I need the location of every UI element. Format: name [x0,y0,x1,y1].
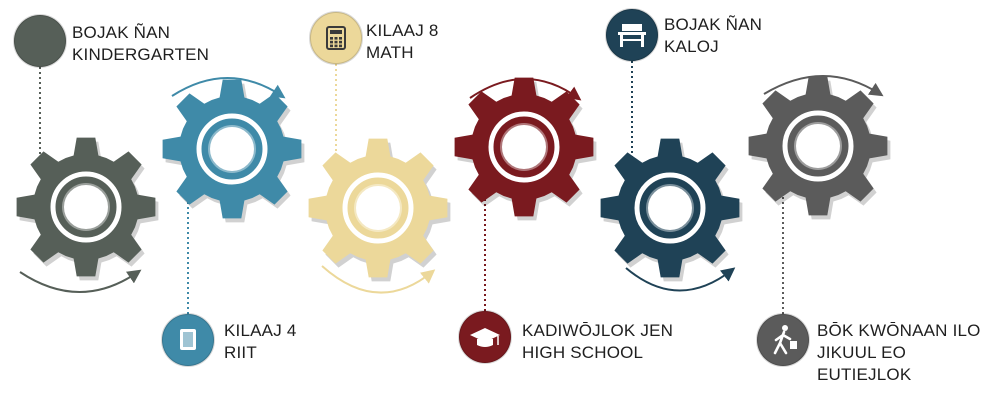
gear-stage-3 [308,138,451,282]
stage-label-3: KILAAJ 8 MATH [366,20,438,64]
stage-label-line: KILAAJ 4 [224,321,297,340]
stage-label-line: JIKUUL EO [817,343,907,362]
stage-label-line: KALOJ [664,37,719,56]
desk-icon [605,8,659,62]
rotation-arrow [19,269,142,293]
stage-label-line: HIGH SCHOOL [522,343,644,362]
gear-stage-2 [162,79,305,223]
stage-label-line: BŌK KWŌNAAN ILO [817,321,981,340]
stage-label-6: BŌK KWŌNAAN ILO JIKUUL EO EUTIEJLOK [817,320,981,386]
gear-stage-5 [600,138,743,282]
walking-person-icon [756,313,810,367]
stage-label-line: KINDERGARTEN [72,45,210,64]
stage-label-4: KADIWŌJLOK JEN HIGH SCHOOL [522,320,673,364]
stage-label-line: BOJAK ÑAN [664,15,763,34]
blank-circle-icon [13,14,67,68]
stage-label-line: BOJAK ÑAN [72,23,171,42]
calculator-icon [309,11,363,65]
gear-stage-6 [748,76,891,220]
rotation-arrow [171,77,286,99]
rotation-arrow [625,267,736,292]
stage-label-line: KILAAJ 8 [366,21,439,40]
rotation-arrow [763,75,884,97]
stage-label-line: EUTIEJLOK [817,365,912,384]
stage-label-1: BOJAK ÑAN KINDERGARTEN [72,22,209,66]
stage-label-line: MATH [366,43,414,62]
stage-label-2: KILAAJ 4 RIIT [224,320,296,364]
graduation-cap-icon [458,310,512,364]
gear-stage-1 [16,137,159,281]
stage-label-5: BOJAK ÑAN KALOJ [664,14,762,58]
book-icon [161,313,215,367]
stage-label-line: RIIT [224,343,257,362]
gear-stage-4 [454,77,597,221]
stage-label-line: KADIWŌJLOK JEN [522,321,674,340]
rotation-arrow [321,265,436,294]
